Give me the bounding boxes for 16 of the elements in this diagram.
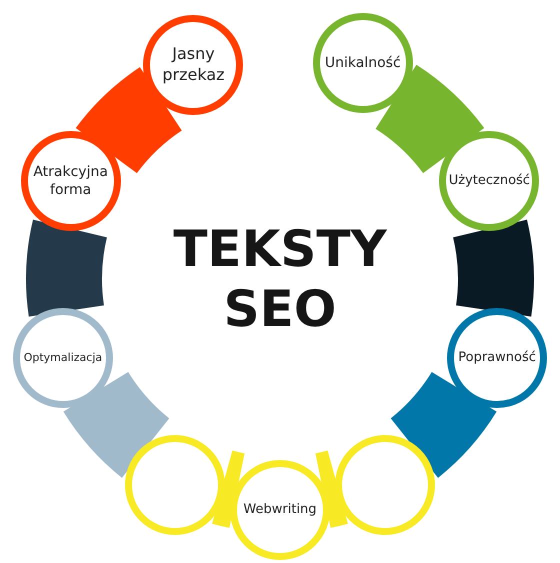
node-label: Webwriting	[243, 502, 317, 518]
node-label: Jasny przekaz	[161, 44, 226, 86]
connector-band	[315, 450, 348, 528]
node-label: Optymalizacja	[24, 350, 102, 366]
node-label: Poprawność	[458, 350, 536, 366]
connector-band	[374, 66, 484, 175]
diagram-title-text: TEKSTY SEO	[172, 219, 388, 339]
connector-band	[64, 370, 171, 477]
connector-band	[76, 68, 184, 174]
node-label: Atrakcyjna forma	[32, 163, 109, 200]
connector-band	[452, 221, 534, 315]
node-label: Unikalność	[324, 54, 401, 72]
node-label: Użyteczność	[448, 172, 530, 190]
connector-band	[212, 450, 245, 528]
connector-band	[389, 370, 496, 477]
connector-band	[26, 221, 108, 315]
